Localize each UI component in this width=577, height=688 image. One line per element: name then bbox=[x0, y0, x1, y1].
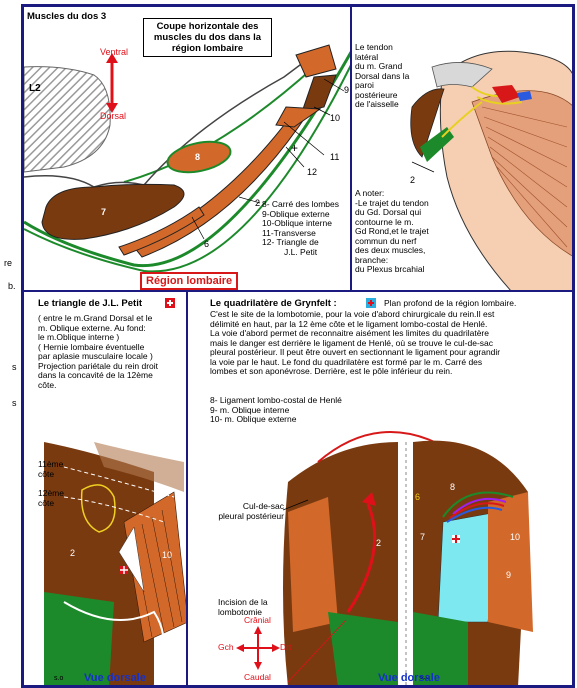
vertebra-label: L2 bbox=[29, 83, 41, 94]
list-item: 10- m. Oblique externe bbox=[210, 415, 342, 425]
rib-line: côte bbox=[38, 499, 64, 509]
rib-line: côte bbox=[38, 470, 63, 480]
num-10: 10 bbox=[330, 113, 340, 123]
rib-11-label: 11ème côte bbox=[38, 460, 63, 479]
compass-right: Drt bbox=[280, 643, 291, 653]
num-12: 12 bbox=[307, 167, 317, 177]
section-title: Coupe horizontale des muscles du dos dan… bbox=[143, 18, 272, 57]
num-9: 9 bbox=[344, 85, 349, 95]
region-label: Région lombaire bbox=[140, 272, 238, 290]
svg-text:+: + bbox=[291, 141, 298, 155]
grynfelt-list: 8- Ligament lombo-costal de Henlé 9- m. … bbox=[210, 396, 342, 425]
num-7: 7 bbox=[101, 207, 106, 217]
panel-header: Muscles du dos 3 bbox=[27, 11, 106, 22]
grynfelt-panel: Le quadrilatère de Grynfelt : Plan profo… bbox=[187, 291, 573, 686]
compass-left: Gch bbox=[218, 643, 234, 653]
compass-cranial: Crânial bbox=[244, 616, 271, 626]
petit-title: Le triangle de J.L. Petit bbox=[38, 298, 142, 309]
cul-de-sac-label: Cul-de-sac pleural postérieur bbox=[204, 502, 284, 521]
legend-line: J.L. Petit bbox=[262, 248, 351, 258]
num-8-grynfelt: 8 bbox=[450, 482, 455, 492]
paragraph-line: lombes et son aponévrose. Derrière, est … bbox=[210, 367, 572, 377]
left-cutoff-strip: re b. s s bbox=[0, 0, 22, 688]
note-block: A noter: -Le trajet du tendon du Gd. Dor… bbox=[355, 189, 441, 275]
cutoff-text-3: s bbox=[12, 362, 17, 372]
tendon-caption: Le tendon latéral du m. Grand Dorsal dan… bbox=[355, 43, 427, 110]
cutoff-text-4: s bbox=[12, 398, 17, 408]
petit-panel: Le triangle de J.L. Petit ( entre le m.G… bbox=[23, 291, 187, 686]
num-7-grynfelt: 7 bbox=[420, 532, 425, 542]
muscle-9-oblique-ext bbox=[296, 45, 336, 77]
num-8: 8 bbox=[195, 152, 200, 162]
num-6-grynfelt: 6 bbox=[415, 492, 420, 502]
grynfelt-view-label: Vue dorsale bbox=[378, 672, 440, 684]
oblique-right bbox=[488, 492, 533, 632]
caption-line: de l'aisselle bbox=[355, 100, 427, 110]
signature-so: s.o bbox=[54, 675, 63, 682]
petit-line: dans la concavité de la 12ème bbox=[38, 371, 186, 381]
cutoff-text-1: re bbox=[4, 258, 12, 268]
petit-line: côte. bbox=[38, 381, 186, 391]
note-line: du Plexus brcahial bbox=[355, 265, 441, 275]
num-2-grynfelt: 2 bbox=[376, 538, 381, 548]
num-9-grynfelt: 9 bbox=[506, 570, 511, 580]
compass-caudal: Caudal bbox=[244, 673, 271, 683]
num-11: 11 bbox=[330, 152, 339, 162]
label-line: pleural postérieur bbox=[204, 512, 284, 522]
grynfelt-title: Le quadrilatère de Grynfelt : bbox=[210, 298, 337, 309]
grynfelt-paragraph: C'est le site de la lombotomie, pour la … bbox=[210, 310, 572, 377]
petit-text: ( entre le m.Grand Dorsal et le m. Obliq… bbox=[38, 314, 186, 390]
num-2: 2 bbox=[255, 198, 260, 208]
dorsal-label: Dorsal bbox=[100, 111, 126, 121]
petit-view-label: Vue dorsale bbox=[84, 672, 146, 684]
num-2-petit: 2 bbox=[70, 548, 75, 558]
num-10-grynfelt: 10 bbox=[510, 532, 520, 542]
section-legend: 8- Carré des lombes 9-Oblique externe 10… bbox=[262, 200, 351, 257]
muscle-10-oblique-int bbox=[302, 75, 336, 112]
rib-12-label: 12ème côte bbox=[38, 489, 64, 508]
num-6: 6 bbox=[204, 239, 209, 249]
ventral-label: Ventral bbox=[100, 47, 128, 57]
cutoff-text-2: b. bbox=[8, 281, 16, 291]
num-2-tendon: 2 bbox=[410, 175, 415, 185]
axilla-panel: Le tendon latéral du m. Grand Dorsal dan… bbox=[351, 6, 573, 291]
num-10-petit: 10 bbox=[162, 550, 172, 560]
grynfelt-subtitle: Plan profond de la région lombaire. bbox=[384, 299, 516, 309]
